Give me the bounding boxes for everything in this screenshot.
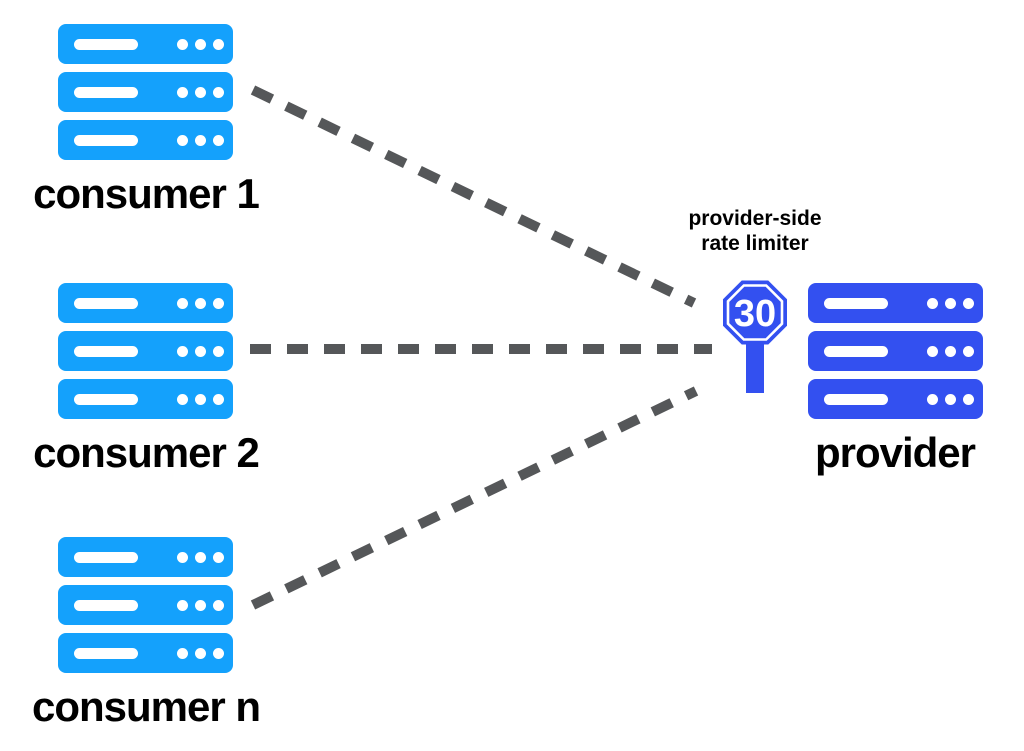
server-unit-icon	[58, 331, 233, 371]
consumer-n-server-stack-icon	[58, 537, 233, 673]
server-led-dots-icon	[177, 551, 224, 563]
server-led-dots-icon	[927, 297, 974, 309]
rate-limiter-label: provider-side rate limiter	[630, 206, 880, 256]
server-bay-icon	[74, 38, 138, 50]
server-led-dots-icon	[177, 86, 224, 98]
server-led-dots-icon	[177, 134, 224, 146]
server-led-dots-icon	[177, 599, 224, 611]
server-unit-icon	[58, 585, 233, 625]
consumer-1-server-stack-icon	[58, 24, 233, 160]
rate-limiter-sign-icon: 30	[723, 280, 787, 393]
sign-pole	[746, 341, 764, 393]
server-bay-icon	[74, 86, 138, 98]
server-unit-icon	[808, 379, 983, 419]
server-bay-icon	[824, 345, 888, 357]
server-led-dots-icon	[927, 393, 974, 405]
server-bay-icon	[74, 551, 138, 563]
sign-octagon	[723, 280, 787, 345]
provider-label: provider	[814, 429, 976, 476]
server-unit-icon	[58, 633, 233, 673]
dashed-line-consumern-to-limiter	[250, 386, 699, 610]
server-unit-icon	[58, 379, 233, 419]
server-unit-icon	[808, 283, 983, 323]
server-bay-icon	[74, 647, 138, 659]
server-bay-icon	[74, 393, 138, 405]
server-led-dots-icon	[177, 38, 224, 50]
server-unit-icon	[58, 120, 233, 160]
server-unit-icon	[58, 537, 233, 577]
consumer-n-label: consumer n	[31, 683, 261, 730]
provider-server-stack-icon	[808, 283, 983, 419]
server-led-dots-icon	[177, 393, 224, 405]
server-led-dots-icon	[177, 297, 224, 309]
server-bay-icon	[824, 393, 888, 405]
server-unit-icon	[58, 24, 233, 64]
server-bay-icon	[824, 297, 888, 309]
server-unit-icon	[58, 72, 233, 112]
server-unit-icon	[808, 331, 983, 371]
rate-limiter-label-line1: provider-side	[688, 207, 822, 230]
server-led-dots-icon	[177, 647, 224, 659]
consumer-2-label: consumer 2	[33, 429, 260, 476]
sign-inner-ring	[726, 284, 784, 341]
rate-limit-value: 30	[734, 293, 776, 335]
server-led-dots-icon	[177, 345, 224, 357]
consumer-1-label: consumer 1	[33, 170, 260, 217]
consumer-2-server-stack-icon	[58, 283, 233, 419]
server-bay-icon	[74, 134, 138, 146]
server-bay-icon	[74, 297, 138, 309]
server-bay-icon	[74, 345, 138, 357]
server-unit-icon	[58, 283, 233, 323]
server-bay-icon	[74, 599, 138, 611]
rate-limiter-label-line2: rate limiter	[701, 232, 809, 255]
dashed-line-consumer1-to-limiter	[250, 85, 697, 308]
server-led-dots-icon	[927, 345, 974, 357]
